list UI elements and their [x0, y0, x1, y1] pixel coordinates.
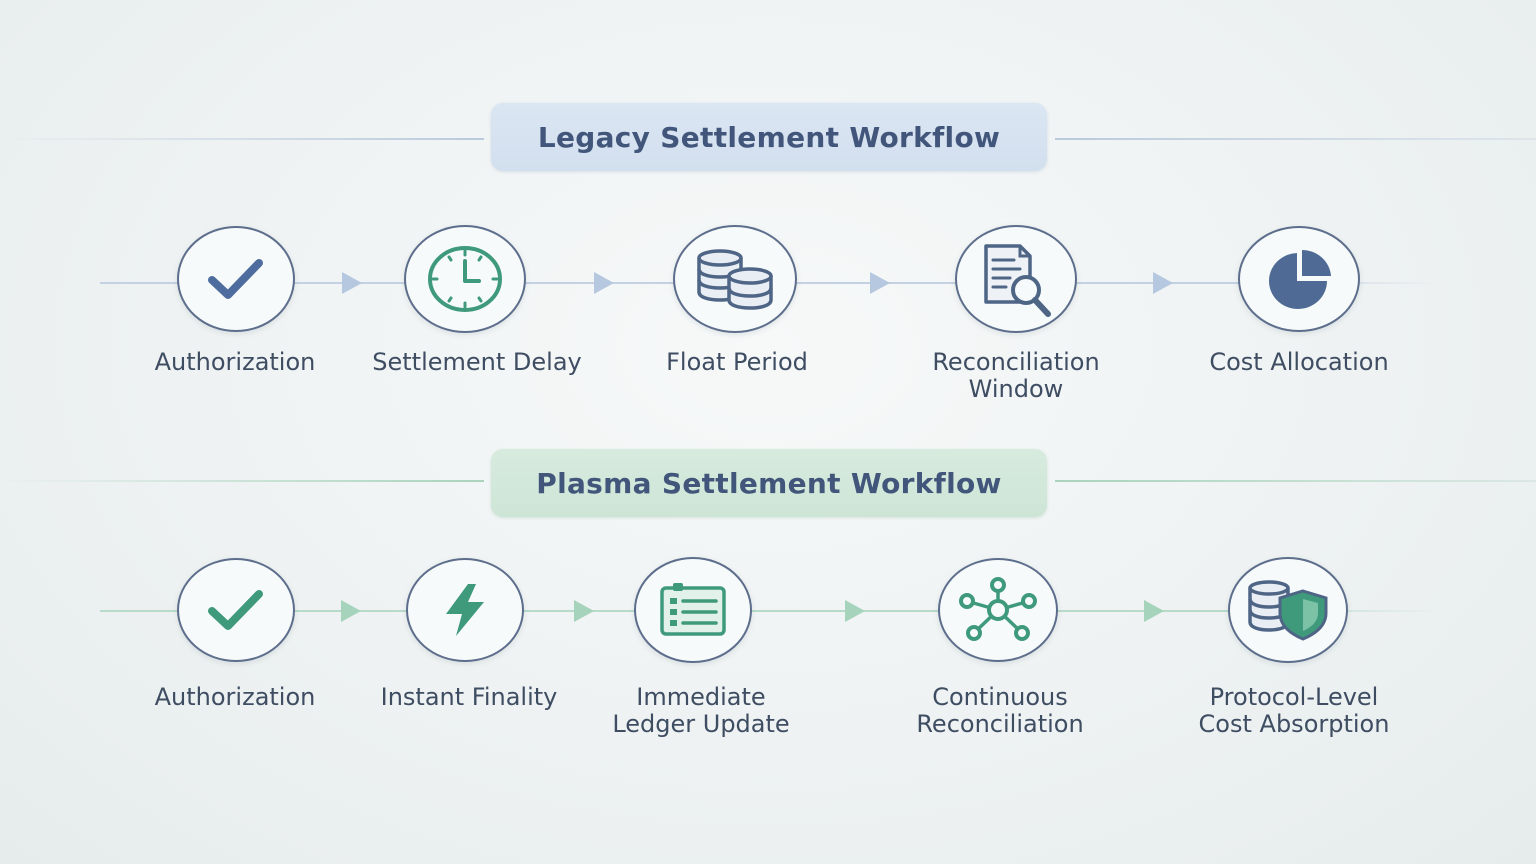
clock-icon — [428, 246, 502, 312]
legacy-arrow-3 — [870, 272, 890, 294]
legacy-label-reconciliation-window: Reconciliation Window — [932, 349, 1099, 403]
checkmark-icon — [208, 259, 263, 299]
legacy-arrow-4 — [1153, 272, 1173, 294]
document-search-icon — [984, 244, 1051, 317]
lightning-icon — [446, 584, 484, 636]
legacy-label-settlement-delay: Settlement Delay — [372, 348, 582, 376]
plasma-label-protocol-cost-absorption: Protocol-Level Cost Absorption — [1199, 684, 1390, 738]
plasma-step-authorization — [177, 558, 295, 662]
plasma-label-continuous-line1: Continuous — [932, 683, 1068, 711]
legacy-label-reconciliation-line1: Reconciliation — [932, 348, 1100, 376]
legacy-label-float-period: Float Period — [666, 348, 808, 376]
plasma-label-ledger-line1: Immediate — [636, 683, 766, 711]
coin-stack-icon — [697, 249, 773, 310]
legacy-label-reconciliation-line2: Window — [968, 375, 1064, 403]
plasma-arrow-3 — [845, 600, 865, 622]
legacy-header-line-right — [1055, 138, 1536, 140]
legacy-arrow-2 — [594, 272, 614, 294]
network-nodes-icon — [959, 577, 1037, 641]
plasma-label-immediate-ledger-update: Immediate Ledger Update — [612, 684, 789, 738]
plasma-step-continuous-reconciliation — [938, 558, 1058, 662]
legacy-step-authorization — [177, 226, 295, 332]
legacy-step-cost-allocation — [1238, 226, 1360, 332]
legacy-step-settlement-delay — [404, 225, 526, 333]
plasma-label-ledger-line2: Ledger Update — [612, 710, 790, 738]
plasma-label-instant-finality: Instant Finality — [380, 683, 558, 711]
checkmark-icon — [208, 590, 263, 630]
legacy-label-cost-allocation: Cost Allocation — [1209, 348, 1389, 376]
plasma-label-protocol-line2: Cost Absorption — [1198, 710, 1390, 738]
plasma-arrow-2 — [574, 600, 594, 622]
pie-chart-icon — [1269, 249, 1331, 309]
database-shield-icon — [1248, 580, 1328, 641]
plasma-label-continuous-line2: Reconciliation — [916, 710, 1084, 738]
plasma-step-protocol-cost-absorption — [1228, 557, 1348, 663]
plasma-label-continuous-reconciliation: Continuous Reconciliation — [916, 684, 1083, 738]
legacy-header-line-left — [0, 138, 484, 140]
legacy-workflow-title: Legacy Settlement Workflow — [491, 103, 1047, 171]
plasma-header-line-right — [1055, 480, 1536, 482]
legacy-arrow-1 — [342, 272, 362, 294]
plasma-arrow-1 — [341, 600, 361, 622]
plasma-step-immediate-ledger-update — [634, 557, 752, 663]
ledger-list-icon — [660, 583, 726, 636]
plasma-label-protocol-line1: Protocol-Level — [1209, 683, 1379, 711]
legacy-label-authorization: Authorization — [154, 348, 316, 376]
legacy-step-float-period — [673, 225, 797, 333]
plasma-step-instant-finality — [406, 558, 524, 662]
legacy-step-reconciliation-window — [955, 225, 1077, 333]
plasma-arrow-4 — [1144, 600, 1164, 622]
plasma-header-line-left — [0, 480, 484, 482]
plasma-label-authorization: Authorization — [154, 683, 316, 711]
plasma-flow-line — [100, 610, 1440, 612]
plasma-workflow-title: Plasma Settlement Workflow — [491, 449, 1047, 517]
